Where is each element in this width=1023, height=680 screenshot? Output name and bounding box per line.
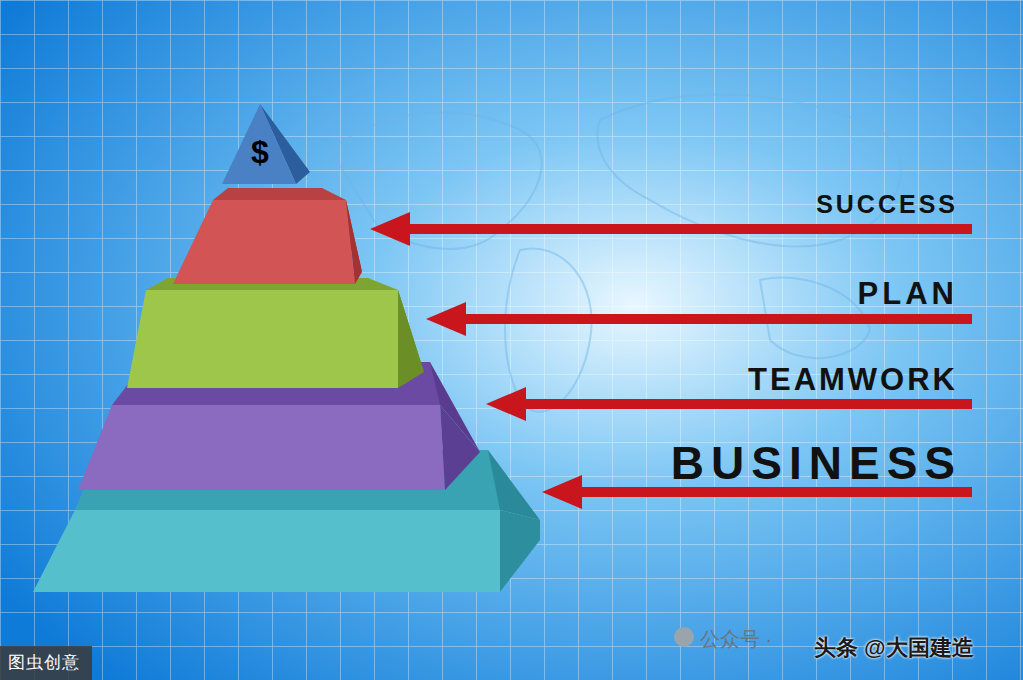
level-label: SUCCESS [816,190,958,219]
level-label: TEAMWORK [748,362,958,398]
dollar-sign: $ [220,134,300,171]
watermark: 头条 @大国建造 [814,633,974,663]
level-label: BUSINESS [671,436,962,490]
watermark: 公众号 · [700,626,772,653]
watermark: 图虫创意 [8,651,80,674]
level-label: PLAN [858,276,958,312]
pyramid-tip: $ [220,102,312,186]
